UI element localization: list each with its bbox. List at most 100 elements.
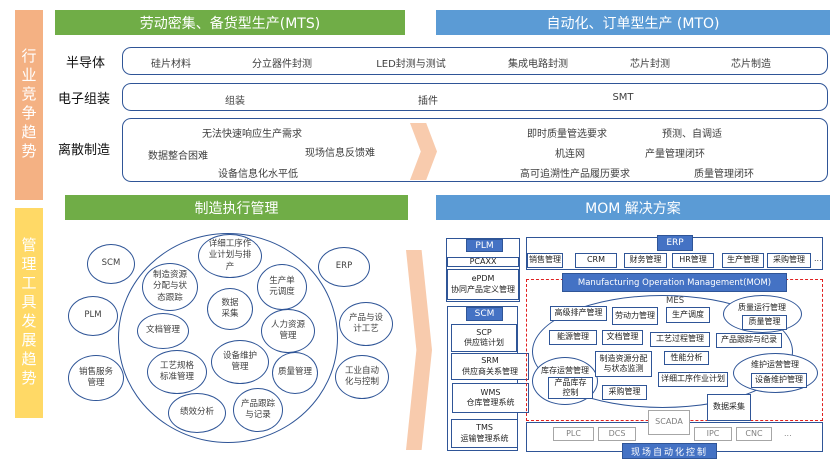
row-label-semiconductor: 半导体 (66, 56, 106, 71)
row-item: 组装 (225, 96, 245, 107)
row-item: 即时质量管选要求 (527, 129, 607, 140)
mes-label: MES (666, 296, 685, 306)
mto-header: 自动化、订单型生产 (MTO) (436, 10, 830, 35)
row-item: 芯片封测 (630, 59, 670, 70)
management-tools-trend-label: 管理工具发展趋势 (15, 208, 43, 418)
erp-item: 财务管理 (624, 253, 667, 268)
scada-box: SCADA (648, 410, 690, 435)
cnc-box: CNC (736, 427, 772, 441)
mes-item: 性能分析 (664, 351, 709, 365)
ellipse-plm: PLM (68, 296, 118, 336)
row-item: 集成电路封测 (508, 59, 568, 70)
mes-item: 采购管理 (602, 385, 647, 400)
row-item: 产量管理闭环 (645, 149, 705, 160)
ellipse-hr-mgmt: 人力资源管理 (261, 309, 315, 353)
erp-item: 采购管理 (767, 253, 811, 268)
discrete-row (122, 118, 828, 182)
erp-item: HR管理 (672, 253, 714, 268)
inventory-control-box: 产品库存控制 (548, 377, 593, 399)
quality-mgmt-box: 质量管理 (742, 315, 787, 330)
ellipse-product-design: 产品与设计工艺 (339, 302, 393, 346)
field-automation-label: 现场自动化控制 (622, 443, 717, 459)
ellipse-quality-mgmt: 质量管理 (272, 352, 318, 394)
tms-desc: 运输管理系统 (460, 433, 509, 443)
ellipse-unit-dispatch: 生产单元调度 (257, 264, 307, 310)
arrow-right-icon (406, 250, 432, 450)
maintenance-ops-label: 维护运营管理 (751, 360, 799, 369)
mom-header: MOM 解决方案 (436, 195, 830, 220)
pcaxx-box: PCAXX (447, 257, 519, 267)
row-item: 硅片材料 (151, 59, 191, 70)
field-more: ... (784, 429, 792, 438)
srm-desc: 供应商关系管理 (462, 366, 518, 376)
erp-more: ... (814, 254, 822, 263)
erp-item: 销售管理 (527, 253, 563, 268)
ellipse-sales-service: 销售服务管理 (68, 355, 124, 401)
semiconductor-row (122, 47, 828, 75)
row-item: 数据整合困难 (148, 151, 208, 162)
erp-item: CRM (575, 253, 617, 268)
row-item: LED封测与测试 (376, 59, 446, 70)
row-item: 设备信息化水平低 (218, 169, 298, 180)
scm-label: SCM (466, 307, 503, 321)
equipment-maintenance-box: 设备维护管理 (751, 373, 807, 388)
mes-item: 工艺过程管理 (650, 332, 710, 347)
plm-label: PLM (466, 239, 503, 252)
ipc-box: IPC (694, 427, 732, 441)
erp-item: 生产管理 (722, 253, 764, 268)
row-item: 机连网 (555, 149, 585, 160)
mes-header: 制造执行管理 (65, 195, 408, 220)
row-item: 芯片制造 (731, 59, 771, 70)
data-collection-box: 数据采集 (707, 394, 751, 421)
ellipse-scm: SCM (87, 244, 135, 284)
row-item: 预测、自调适 (662, 129, 722, 140)
row-item: 高可追溯性产品履历要求 (520, 169, 630, 180)
wms-label: WMS (480, 387, 501, 397)
mes-item: 能源管理 (549, 330, 597, 345)
epdm-label: ePDM (471, 274, 495, 284)
inventory-label: 库存运营管理 (541, 366, 589, 375)
ellipse-erp: ERP (318, 247, 370, 287)
mes-ellipse (532, 295, 793, 408)
erp-label: ERP (657, 235, 693, 251)
mes-big-circle (118, 233, 338, 443)
ellipse-performance-analysis: 绩效分析 (168, 393, 226, 433)
scp-desc: 供应链计划 (464, 338, 504, 347)
mes-item: 生产调度 (666, 307, 710, 323)
dcs-box: DCS (598, 427, 636, 441)
ellipse-product-tracking: 产品跟踪与记录 (233, 388, 283, 432)
mom-label: Manufacturing Operation Management(MOM) (562, 273, 787, 292)
row-item: 质量管理闭环 (694, 169, 754, 180)
plc-box: PLC (553, 427, 594, 441)
mes-item: 高级排产管理 (550, 306, 607, 321)
ellipse-document-mgmt: 文档管理 (137, 313, 189, 349)
ellipse-detailed-scheduling: 详细工序作业计划与排产 (198, 234, 262, 278)
ellipse-automation: 工业自动化与控制 (335, 355, 389, 399)
mes-item: 文档管理 (602, 330, 643, 345)
mes-item: 劳动力管理 (612, 307, 658, 325)
row-item: 分立器件封测 (252, 59, 312, 70)
scp-label: SCP (476, 327, 492, 337)
mes-item: 详细工序作业计划 (658, 372, 728, 387)
mes-item: 产品跟踪与纪录 (716, 333, 782, 348)
wms-desc: 仓库管理系统 (466, 398, 515, 407)
epdm-desc: 协同产品定义管理 (451, 284, 515, 294)
ellipse-equipment-maintenance: 设备维护管理 (211, 340, 269, 384)
row-item: 现场信息反馈难 (305, 148, 375, 159)
ellipse-data-collection: 数据采集 (207, 288, 253, 330)
row-item: SMT (612, 92, 634, 103)
ellipse-process-spec: 工艺规格标准管理 (147, 350, 207, 394)
row-label-electronics: 电子组装 (58, 92, 111, 107)
row-item: 无法快速响应生产需求 (202, 129, 302, 140)
industry-trend-label: 行业竞争趋势 (15, 10, 43, 200)
plm-panel (446, 238, 520, 302)
electronics-row (122, 83, 828, 111)
srm-label: SRM (481, 356, 499, 366)
tms-label: TMS (476, 423, 493, 433)
row-label-discrete: 离散制造 (58, 143, 111, 158)
